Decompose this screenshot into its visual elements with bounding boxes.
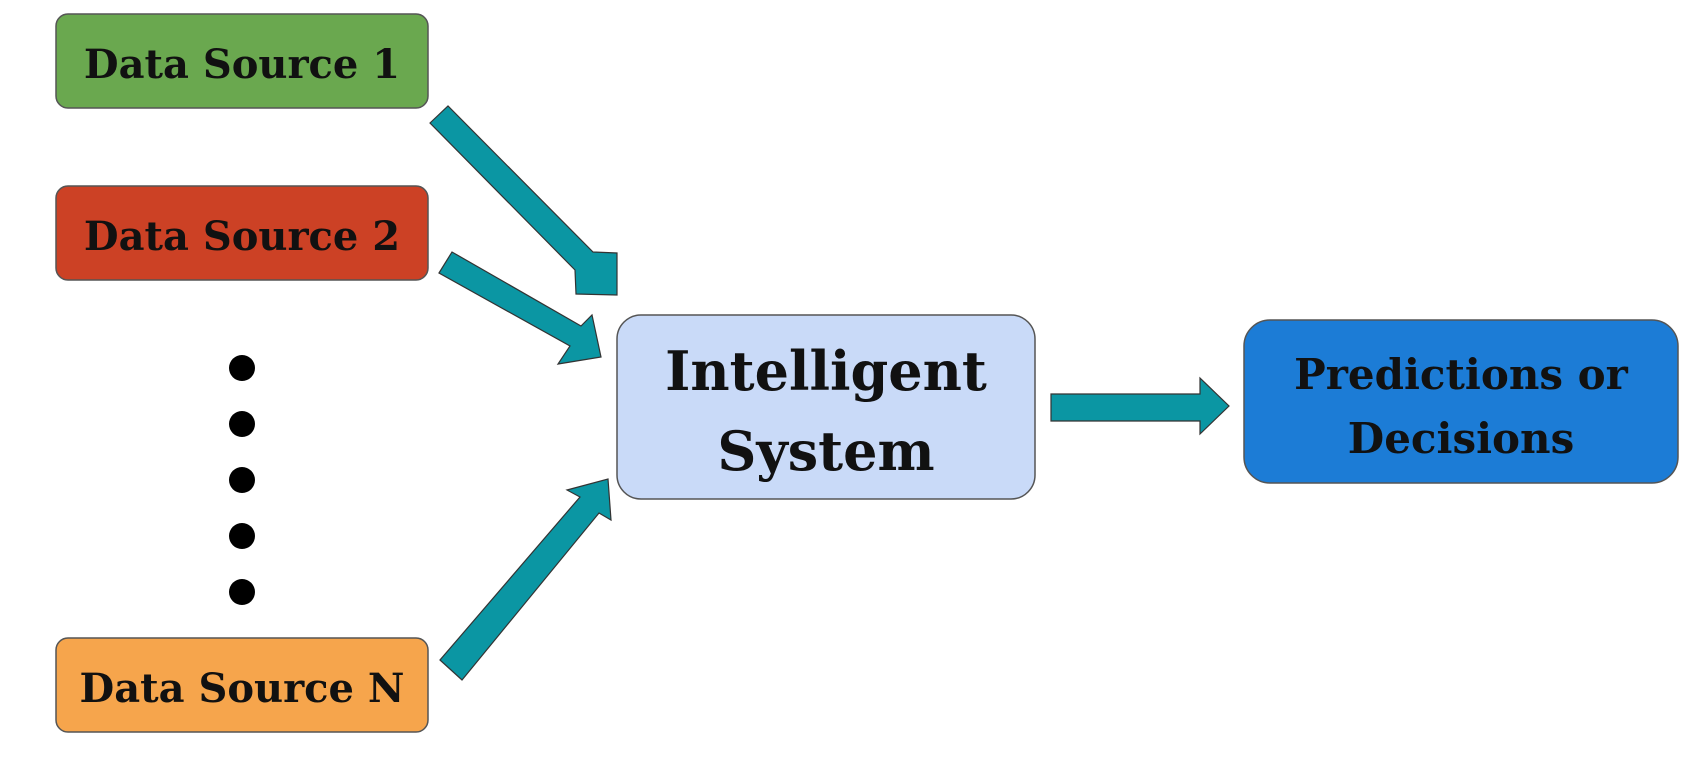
data-source-n-node: Data Source N [55,637,429,733]
ellipsis-dot [229,467,255,493]
ellipsis-dot [229,579,255,605]
output-label-line-2: Decisions [1348,414,1574,463]
output-box [1243,319,1679,484]
output-label-line-1: Predictions or [1294,350,1629,399]
arrow-source-2-to-system [438,251,602,365]
data-source-n-label: Data Source N [80,665,405,712]
intelligent-system-box [616,314,1036,500]
data-source-1-node: Data Source 1 [55,13,429,109]
ellipsis-dot [229,523,255,549]
ellipsis-dot [229,355,255,381]
output-node: Predictions or Decisions [1243,319,1679,484]
data-source-2-node: Data Source 2 [55,185,429,281]
ellipsis-dots [229,355,255,605]
arrows [429,105,1230,681]
data-source-1-box [55,13,429,109]
data-source-2-label: Data Source 2 [84,213,400,260]
arrow-source-n-to-system [439,478,612,681]
arrow-system-to-output [1050,376,1230,436]
ellipsis-dot [229,411,255,437]
data-source-n-box [55,637,429,733]
intelligent-system-label-line-1: Intelligent [665,339,987,403]
intelligent-system-label-line-2: System [717,419,934,483]
intelligent-system-node: Intelligent System [616,314,1036,500]
data-source-1-label: Data Source 1 [84,41,400,88]
data-source-2-box [55,185,429,281]
arrow-source-1-to-system [429,105,618,296]
